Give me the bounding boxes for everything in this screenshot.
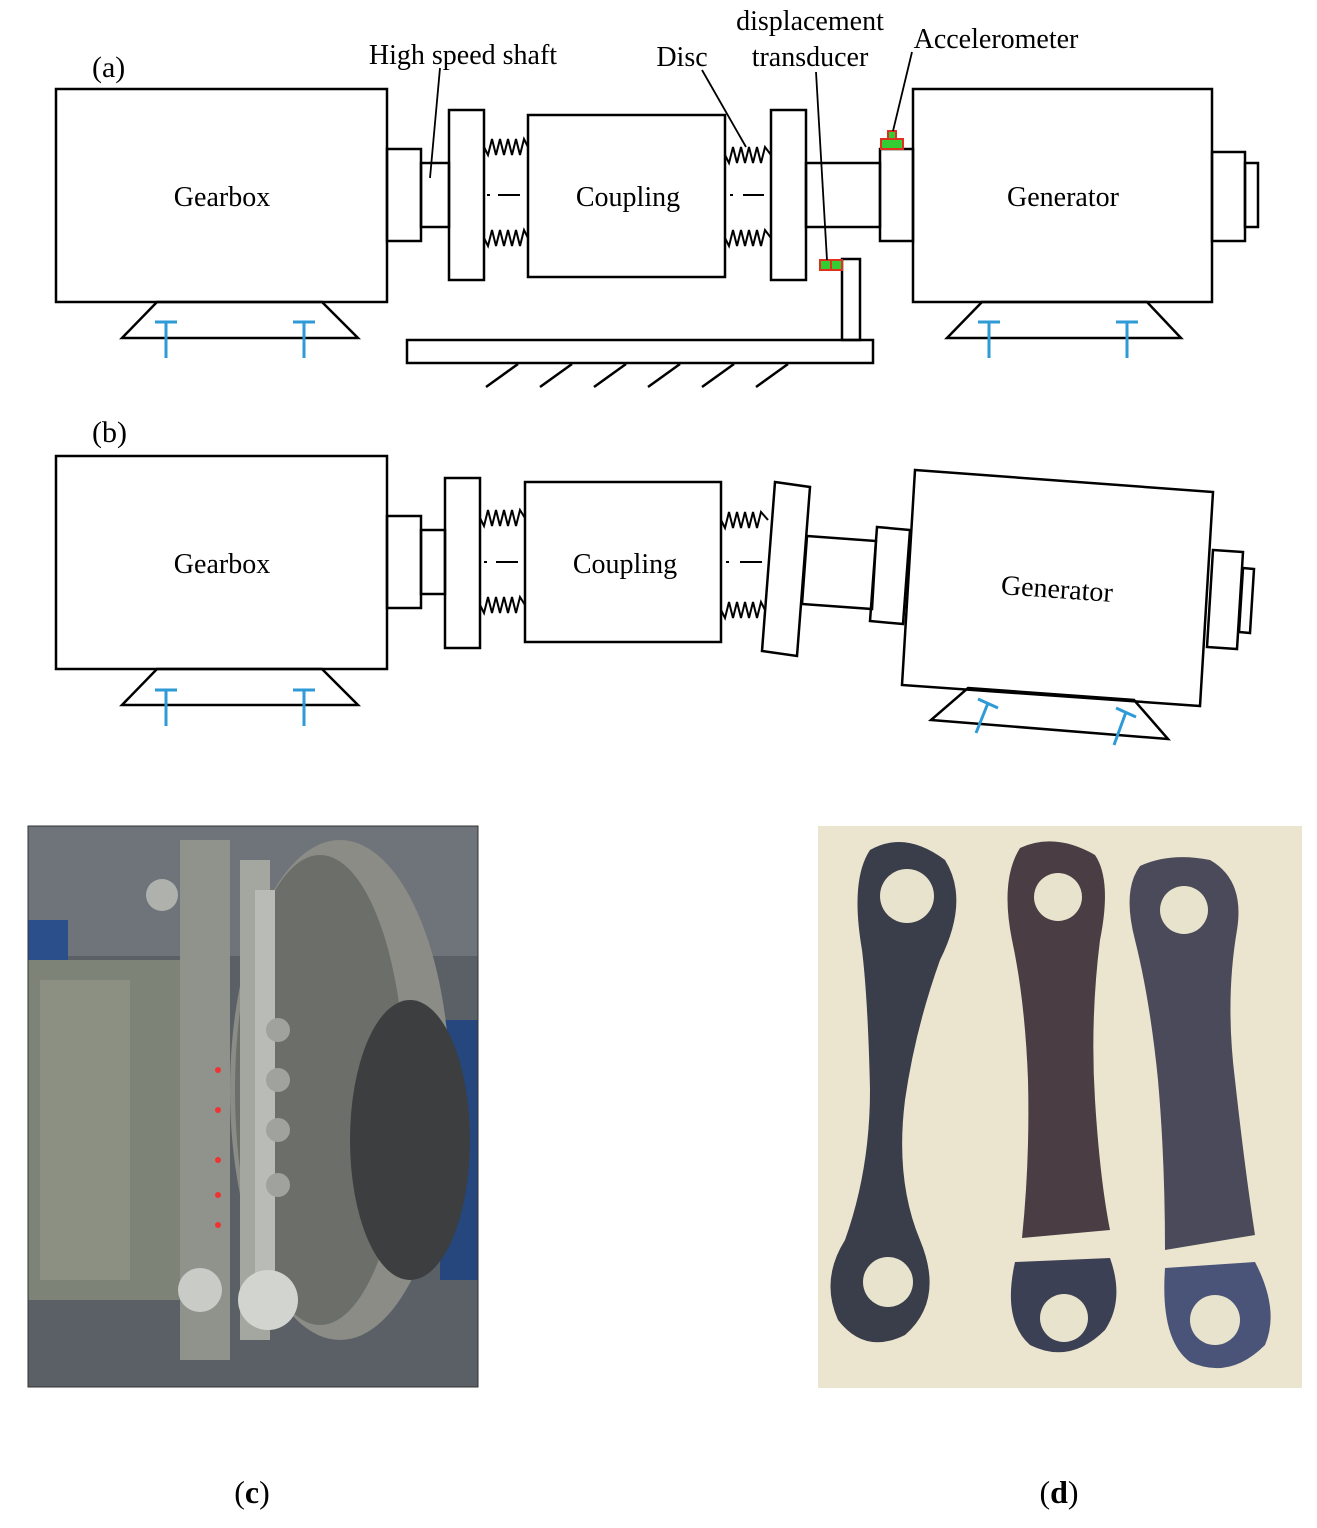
generator-bolts-b	[974, 697, 1137, 746]
transducer-post	[840, 257, 862, 342]
generator-label: Generator	[1007, 182, 1120, 213]
ground-hatch	[485, 362, 789, 389]
gearbox-base-b	[119, 667, 362, 707]
right-disc	[769, 108, 808, 282]
panel-b: (b) Gearbox Coupling Generator	[54, 416, 1256, 746]
generator-base	[944, 300, 1184, 340]
gearbox-bolts-b	[155, 688, 315, 726]
gearbox-shaft-flange	[385, 147, 423, 243]
right-disc-b	[760, 480, 812, 658]
caption-d: (d)	[1039, 1474, 1078, 1510]
left-spring-top-b	[479, 507, 526, 529]
high-speed-shaft	[419, 161, 451, 229]
leader-accelerometer	[892, 51, 913, 132]
photo-c	[27, 825, 479, 1388]
callout-accelerometer: Accelerometer	[914, 24, 1079, 55]
generator-rear-stub-b	[1237, 566, 1256, 635]
panel-b-label: (b)	[92, 416, 127, 449]
callout-high-speed-shaft: High speed shaft	[369, 40, 557, 71]
panel-a-label: (a)	[92, 51, 125, 84]
coupling-box	[526, 113, 727, 279]
right-spring-bottom-b	[720, 599, 766, 621]
ground-platform	[405, 338, 875, 365]
right-spring-top	[724, 144, 772, 166]
link-broken-1-top	[1007, 841, 1110, 1238]
link-broken-2-top	[1129, 857, 1255, 1250]
panel-a: (a) Gearbox Coupling	[54, 6, 1260, 389]
left-spring-top	[483, 136, 529, 158]
callout-leaders	[429, 51, 913, 261]
left-spring-bottom-b	[479, 594, 526, 616]
coupling-box-b	[523, 480, 723, 644]
displacement-transducer-sensor	[819, 259, 843, 271]
leader-transducer	[815, 71, 828, 261]
generator-shaft-flange-b	[868, 525, 912, 626]
high-speed-shaft-b	[419, 528, 447, 596]
gearbox-base	[119, 300, 362, 340]
leader-disc	[701, 69, 747, 148]
left-spring-bottom	[483, 227, 529, 249]
caption-c: (c)	[234, 1474, 270, 1510]
right-spring-top-b	[720, 509, 769, 531]
right-spring-bottom	[724, 227, 772, 249]
photo-d	[818, 826, 1302, 1388]
generator-base-b	[927, 686, 1171, 741]
generator-box-b	[900, 468, 1215, 708]
gearbox-label-b: Gearbox	[174, 549, 270, 580]
left-disc-b	[443, 476, 482, 650]
gearbox-bolts	[155, 320, 315, 358]
callout-disc: Disc	[656, 42, 707, 73]
callout-displacement: displacement	[736, 6, 884, 37]
leader-high-speed-shaft	[429, 67, 441, 179]
generator-rear-cap-b	[1205, 548, 1245, 651]
generator-rear-cap	[1210, 150, 1247, 243]
generator-rear-stub	[1243, 161, 1260, 229]
generator-bolts	[978, 320, 1138, 358]
link-intact	[830, 842, 957, 1343]
coupling-label-b: Coupling	[573, 549, 677, 580]
generator-label-b: Generator	[1000, 570, 1114, 609]
generator-shaft-flange	[878, 147, 915, 243]
generator-shaft-b	[800, 534, 878, 611]
callout-transducer: transducer	[752, 42, 869, 73]
generator-shaft	[804, 161, 882, 229]
coupling-label: Coupling	[576, 182, 680, 213]
gearbox-shaft-flange-b	[385, 514, 423, 610]
left-disc	[447, 108, 486, 282]
accelerometer-sensor	[880, 130, 904, 150]
gearbox-label: Gearbox	[174, 182, 270, 213]
